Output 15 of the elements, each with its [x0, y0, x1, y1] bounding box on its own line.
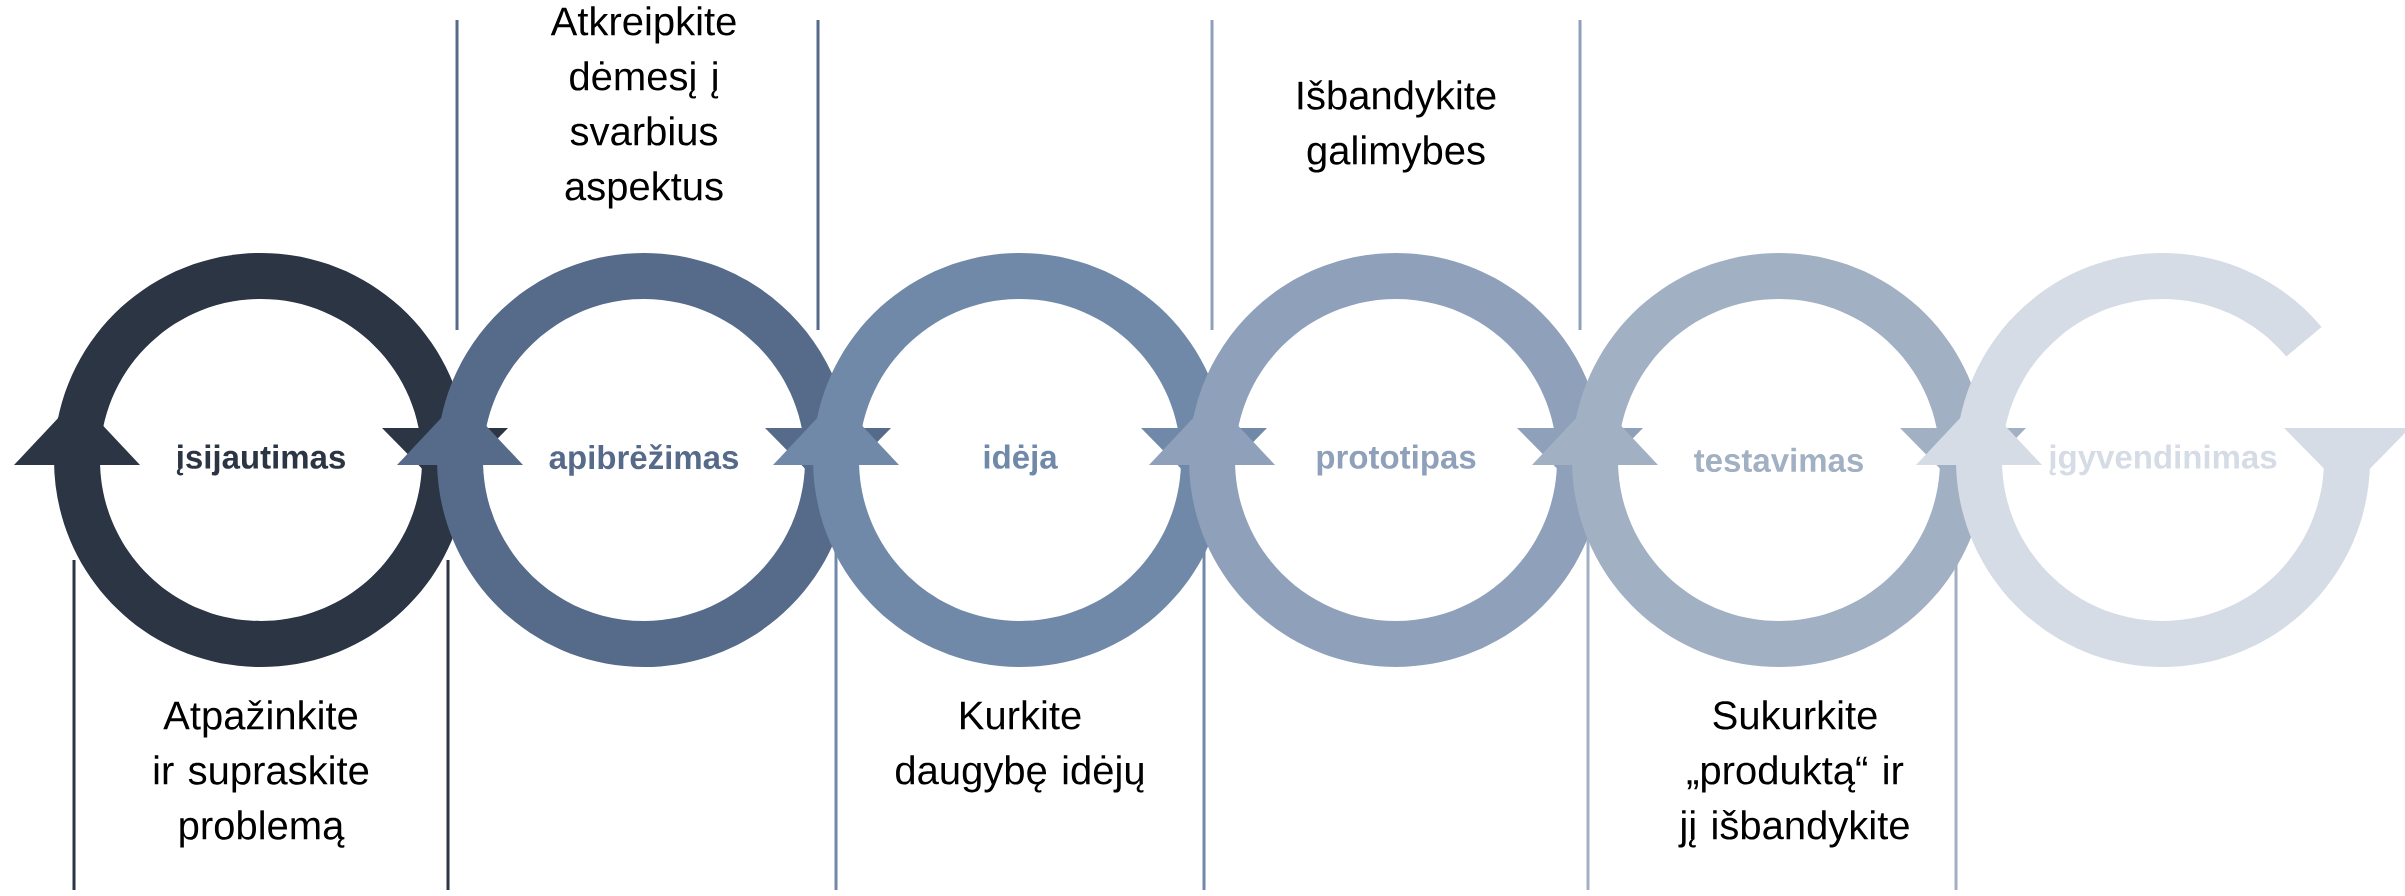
- cycle-ring: apibrėžimas: [397, 253, 891, 667]
- node-label: testavimas: [1694, 447, 1863, 473]
- node-label: įsijautimas: [176, 444, 345, 476]
- cycle-ring: prototipas: [1149, 253, 1643, 667]
- node-label: apibrėžimas: [549, 444, 739, 476]
- cycle-ring: idėja: [773, 253, 1267, 667]
- cycle-ring: įsijautimas: [14, 253, 508, 667]
- node-label: prototipas: [1317, 444, 1476, 476]
- step-description: Išbandykite galimybes: [1298, 80, 1496, 173]
- step-description: Sukurkite „produktą“ ir jį išbandykite: [1678, 700, 1909, 848]
- step-description: Atpažinkite ir supraskite problemą: [154, 700, 369, 848]
- step-description: Kurkite daugybę idėjų: [896, 700, 1144, 793]
- node-label: idėja: [984, 444, 1058, 476]
- step-description: Atkreipkite dėmesį į svarbius aspektus: [550, 6, 736, 209]
- cycle-ring: testavimas: [1532, 253, 2026, 667]
